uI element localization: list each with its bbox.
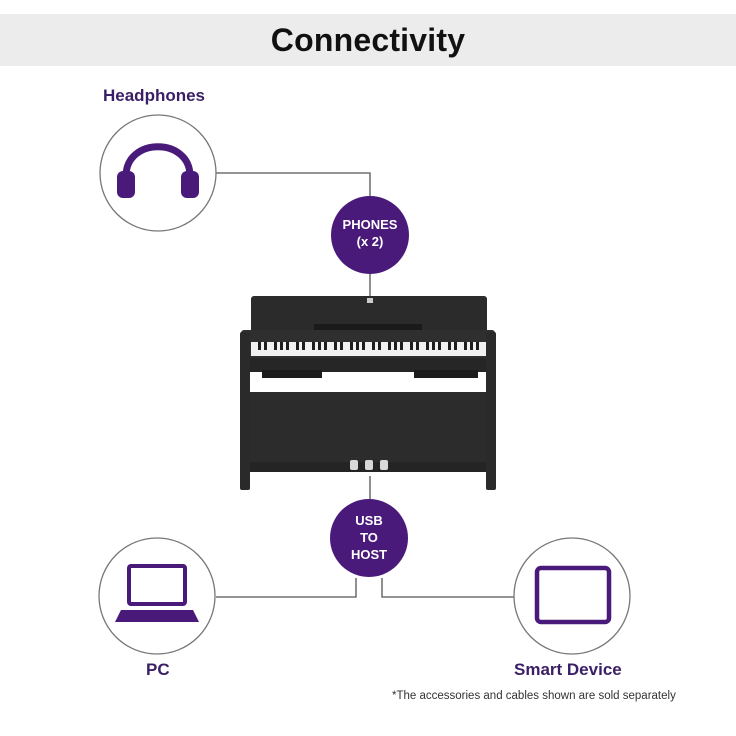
digital-piano	[240, 296, 496, 490]
black-keys	[258, 342, 479, 350]
phones-port-badge: PHONES (x 2)	[331, 196, 409, 274]
pc-device	[98, 537, 216, 655]
line-headphones-to-phones	[216, 172, 371, 196]
line-usb-to-smart-device	[381, 578, 514, 598]
headphones-label: Headphones	[103, 86, 206, 105]
pc-label: PC	[146, 660, 170, 679]
usb-to-host-port-badge: USB TO HOST	[330, 499, 408, 577]
phones-port-line2: (x 2)	[357, 234, 384, 249]
pedals	[350, 460, 388, 470]
laptop-icon	[115, 564, 199, 622]
header-band: Connectivity	[0, 14, 736, 66]
smart-device	[513, 537, 631, 655]
line-usb-to-pc	[216, 578, 357, 598]
connection-lines	[216, 172, 514, 598]
tablet-icon	[534, 565, 612, 625]
smart-device-label: Smart Device	[514, 660, 622, 679]
headphones-icon	[117, 143, 199, 198]
usb-port-line2: TO	[360, 530, 378, 545]
headphones-device	[99, 114, 217, 232]
usb-port-line1: USB	[355, 513, 382, 528]
usb-port-line3: HOST	[351, 547, 387, 562]
phones-port-line1: PHONES	[343, 217, 398, 232]
page-title: Connectivity	[270, 22, 466, 58]
footnote: *The accessories and cables shown are so…	[392, 690, 676, 702]
